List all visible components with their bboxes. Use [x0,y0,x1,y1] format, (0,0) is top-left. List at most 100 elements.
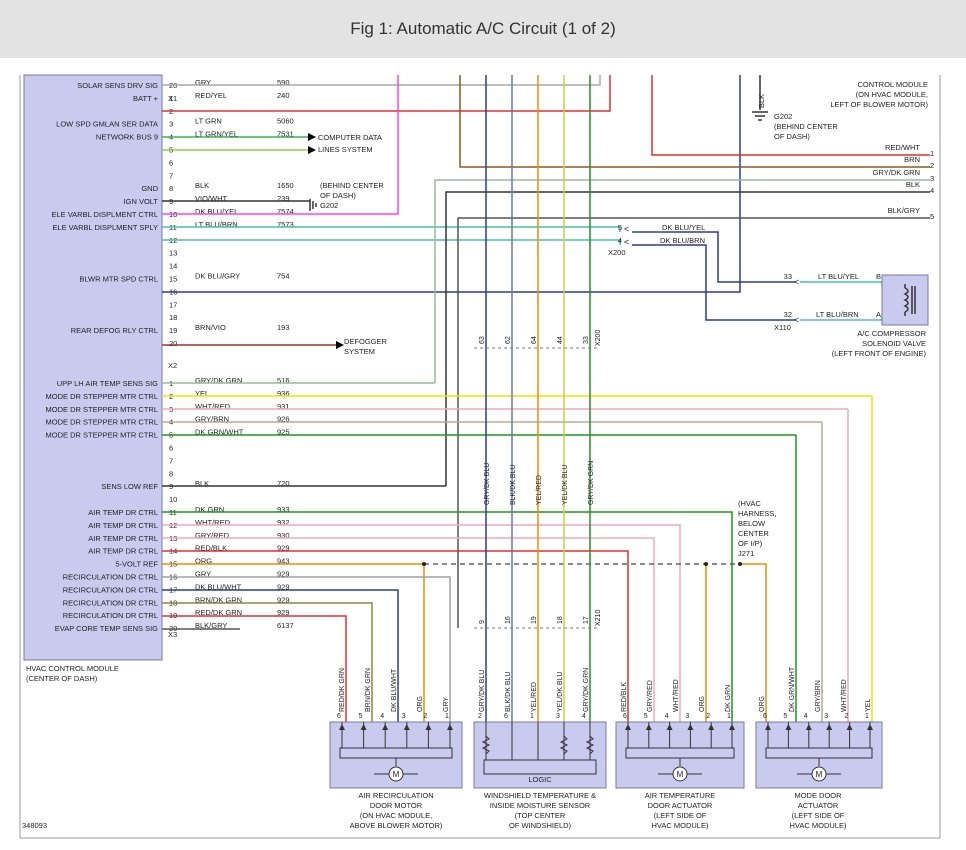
recirc-label-3: (ON HVAC MODULE, [360,811,432,820]
x1-circuit-1: 240 [277,91,290,100]
x1-color-1: RED/YEL [195,91,227,100]
x1-circuit-15: 754 [277,272,290,281]
x2-func-16: RECIRCULATION DR CTRL [63,585,158,594]
wire-air-temp-gry-red [162,537,655,722]
x1-color-9: VIO/WHT [195,194,227,203]
x2-func-10: AIR TEMP DR CTRL [88,508,158,517]
x1-func-1: BATT + [133,94,159,103]
sensor-block [473,721,607,789]
compressor-label-1: A/C COMPRESSOR [857,329,926,338]
compressor-pin32: 32 [784,310,792,319]
computer-data-label-2: LINES SYSTEM [318,145,373,154]
x2-color-15: GRY [195,570,211,579]
air-temp-pin-0: 6 [623,713,627,720]
x1-pin-17: 17 [169,300,177,309]
x2-circuit-19: 6137 [277,621,294,630]
x210-vpin-4: 17 [583,616,590,624]
x2-color-10: DK GRN [195,505,224,514]
compressor-label-2: SOLENOID VALVE [862,339,926,348]
wire-ign-volt [162,75,399,215]
x2-circuit-18: 929 [277,608,290,617]
x1-pin-19: 19 [169,326,177,335]
hvac-control-module-block [23,74,163,661]
x1-circuit-10: 7574 [277,207,294,216]
wire-air-temp-dk-grn [162,511,733,722]
sensor-logic-box [483,759,597,775]
right-wire-label-1: BRN [904,155,920,164]
air-temp-driver-bar [625,747,735,759]
compressor-wire32: LT BLU/BRN [816,310,859,319]
connector-x1-label: X1 [168,94,177,103]
x2-func-17: RECIRCULATION DR CTRL [63,598,158,607]
wire-dk-blu-brn [632,244,796,321]
compressor-wire33: LT BLU/YEL [818,272,859,281]
wire-batt [162,75,611,112]
recirc-wire-label-4: GRY [443,697,450,712]
x2-color-4: DK GRN/WHT [195,428,244,437]
x1-circuit-8: 1650 [277,181,294,190]
x2-color-11: WHT/RED [195,518,231,527]
air-temp-pin-5: 1 [727,713,731,720]
x1-pin-1: 1 [169,94,173,103]
x2-circuit-4: 925 [277,428,290,437]
right-wire-pin-2: 3 [930,174,934,183]
recirc-wire-label-2: DK BLU/WHT [391,668,398,712]
mode-pin-arrow-4 [846,724,853,730]
x1-color-19: BRN/VIO [195,323,226,332]
air-temp-pin-arrow-1 [645,724,652,730]
arrow-defog [336,341,344,349]
mode-motor-icon [811,766,827,782]
figure-title: Fig 1: Automatic A/C Circuit (1 of 2) [0,0,966,58]
x2-color-3: GRY/BRN [195,415,229,424]
sensor-label-2: INSIDE MOISTURE SENSOR [490,801,591,810]
x1-color-0: GRY [195,78,211,87]
x2-func-8: SENS LOW REF [101,482,158,491]
x1-pin-13: 13 [169,249,177,258]
wire-evd-ctrl [162,226,621,232]
x1-circuit-11: 7573 [277,220,294,229]
mode-wire-label-1: DK GRN/WHT [789,666,796,712]
sensor-logic-label: LOGIC [528,775,552,784]
air-temp-pin-1: 5 [644,713,648,720]
mode-pin-3: 3 [824,713,828,720]
compressor-pin-b: B [876,272,881,281]
x2-pin-5: 6 [169,444,173,453]
sensor-label-1: WINDSHIELD TEMPERATURE & [484,791,596,800]
air-temp-label-4: HVAC MODULE) [652,821,709,830]
wire-air-temp-wht-red [162,524,681,722]
sensor-label-4: OF WINDSHIELD) [509,821,572,830]
recirc-label-1: AIR RECIRCULATION [358,791,433,800]
recirc-pin-2: 4 [380,713,384,720]
x2-func-12: AIR TEMP DR CTRL [88,534,158,543]
x2-circuit-17: 929 [277,595,290,604]
mode-wire-label-4: YEL [865,699,872,712]
g202-right-label-1: G202 [774,112,792,121]
wire-blwr [162,75,741,293]
mode-wire-label-2: GRY/BRN [815,680,822,712]
g202-left-label-1: (BEHIND CENTER [320,181,384,190]
x2-circuit-11: 932 [277,518,290,527]
x1-func-10: ELE VARBL DISPLMENT CTRL [51,210,158,219]
connector-x2-label: X2 [168,361,177,370]
recirc-pin-arrow-4 [425,724,432,730]
x210-vlabel: X210 [595,610,602,626]
right-wire-pin-1: 2 [930,161,934,170]
sensor-pin-0: 2 [478,713,482,720]
mode-motor-letter: M [816,770,823,779]
x1-circuit-0: 590 [277,78,290,87]
x210-vpin-3: 18 [557,616,564,624]
x200-side-pin4: 4 [618,236,622,245]
g202-right-wire-label: BLK [757,94,766,108]
mode-pin-arrow-5 [867,724,873,730]
wire-recirc-dk-blu-wht [162,589,399,722]
x2-circuit-2: 931 [277,402,290,411]
compressor-label-3: (LEFT FRONT OF ENGINE) [832,349,927,358]
x2-color-19: BLK/GRY [195,621,227,630]
air-temp-label-3: (LEFT SIDE OF [654,811,707,820]
x1-pin-7: 7 [169,171,173,180]
x2-circuit-10: 933 [277,505,290,514]
x1-func-0: SOLAR SENS DRV SIG [77,81,158,90]
x1-pin-6: 6 [169,158,173,167]
recirc-pin-4: 2 [423,713,427,720]
wire-blk-right [445,191,930,486]
